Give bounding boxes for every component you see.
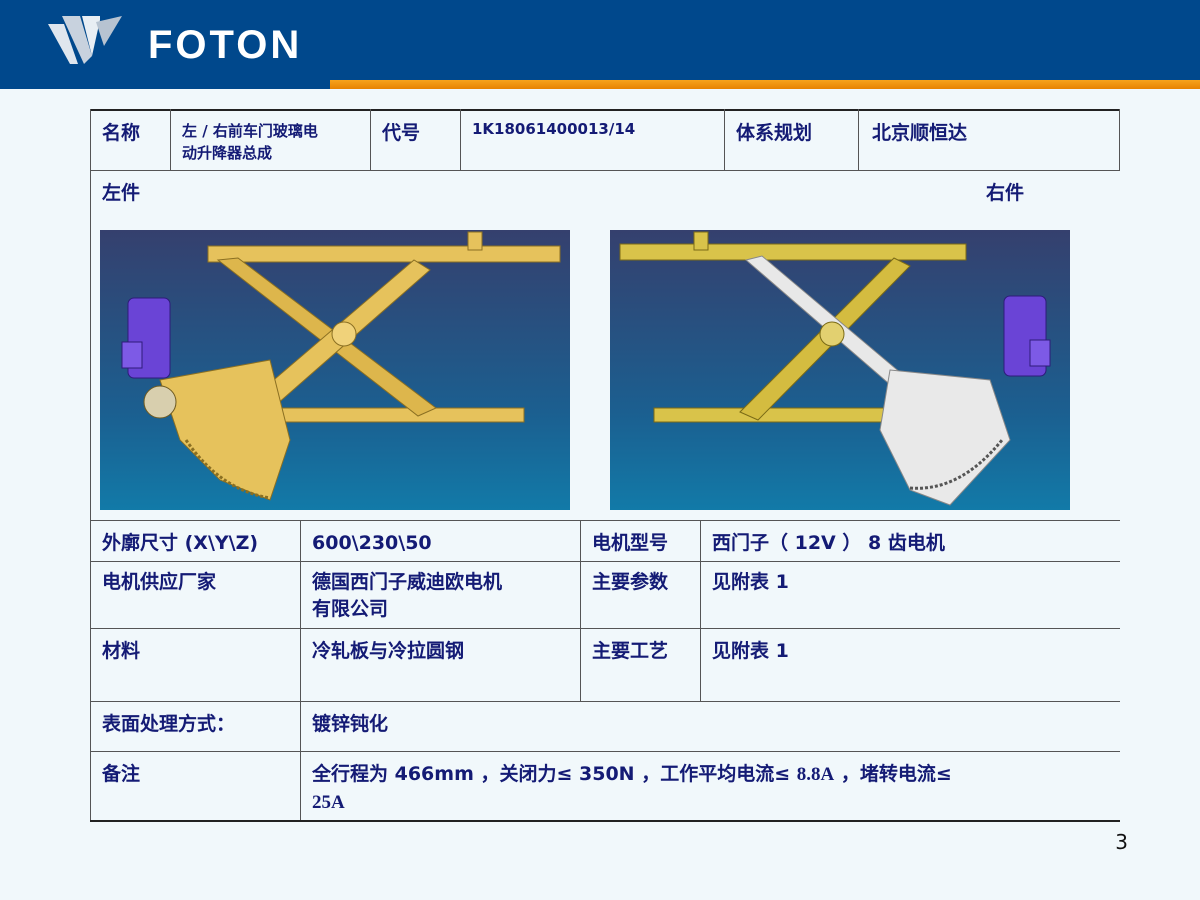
motor-supplier-line1: 德国西门子威迪欧电机 xyxy=(312,571,503,593)
table-right-border xyxy=(1119,109,1120,171)
remarks-line2: 25A xyxy=(312,792,345,813)
left-part-label: 左件 xyxy=(102,182,141,204)
outline-label: 外廓尺寸 (X\Y\Z) xyxy=(102,532,259,554)
row-divider xyxy=(90,561,1120,562)
motor-supplier-label: 电机供应厂家 xyxy=(102,571,217,593)
remarks-line1-part-b: 8.8A xyxy=(796,764,835,785)
col-divider xyxy=(300,520,301,820)
code-value: 1K18061400013/14 xyxy=(472,120,636,138)
remarks-line1: 全行程为 466mm ，关闭力≤ 350N ，工作平均电流≤ 8.8A ，堵转电… xyxy=(312,762,952,787)
code-label: 代号 xyxy=(382,122,421,144)
row-divider xyxy=(90,520,1120,521)
remarks-line1-part-a: 全行程为 466mm ，关闭力≤ 350N ，工作平均电流≤ xyxy=(312,763,791,785)
col-divider xyxy=(580,520,581,701)
main-params-label: 主要参数 xyxy=(592,571,669,593)
name-label: 名称 xyxy=(102,122,141,144)
col-divider xyxy=(700,520,701,701)
material-label: 材料 xyxy=(102,640,141,662)
col-divider xyxy=(724,109,725,171)
table-bottom-border xyxy=(90,820,1120,822)
table-top-border xyxy=(90,109,1120,111)
col-divider xyxy=(370,109,371,171)
left-regulator-drawing xyxy=(121,231,561,501)
remarks-label: 备注 xyxy=(102,763,141,785)
header-bar xyxy=(0,0,1200,80)
main-process-value: 见附表 1 xyxy=(712,640,789,662)
system-label: 体系规划 xyxy=(736,122,813,144)
row-divider xyxy=(90,170,1120,171)
header-orange-stripe xyxy=(0,80,1200,89)
name-value-line2: 动升降器总成 xyxy=(182,144,273,162)
foton-logo-icon xyxy=(48,16,122,64)
motor-model-label: 电机型号 xyxy=(592,532,669,554)
col-divider xyxy=(858,109,859,171)
right-regulator-image xyxy=(610,230,1070,510)
material-value: 冷轧板与冷拉圆钢 xyxy=(312,640,465,662)
row-divider xyxy=(90,751,1120,752)
row-divider xyxy=(90,628,1120,629)
surface-value: 镀锌钝化 xyxy=(312,713,389,735)
outline-value: 600\230\50 xyxy=(312,532,432,554)
page-number: 3 xyxy=(1115,830,1128,854)
right-part-label: 右件 xyxy=(986,182,1025,204)
name-value-line1: 左 / 右前车门玻璃电 xyxy=(182,122,318,140)
motor-supplier-line2: 有限公司 xyxy=(312,598,389,620)
main-params-value: 见附表 1 xyxy=(712,571,789,593)
brand-name: FOTON xyxy=(148,23,303,67)
surface-label: 表面处理方式： xyxy=(102,713,236,735)
remarks-line1-part-c: ，堵转电流≤ xyxy=(840,763,952,785)
motor-model-value: 西门子（ 12V ） 8 齿电机 xyxy=(712,532,945,554)
col-divider xyxy=(460,109,461,171)
right-regulator-drawing xyxy=(619,231,1051,506)
table-left-border xyxy=(90,109,91,821)
system-value: 北京顺恒达 xyxy=(872,122,968,144)
main-process-label: 主要工艺 xyxy=(592,640,669,662)
header-stripe-mask xyxy=(0,80,330,89)
left-regulator-image xyxy=(100,230,570,510)
col-divider xyxy=(170,109,171,171)
row-divider xyxy=(90,701,1120,702)
